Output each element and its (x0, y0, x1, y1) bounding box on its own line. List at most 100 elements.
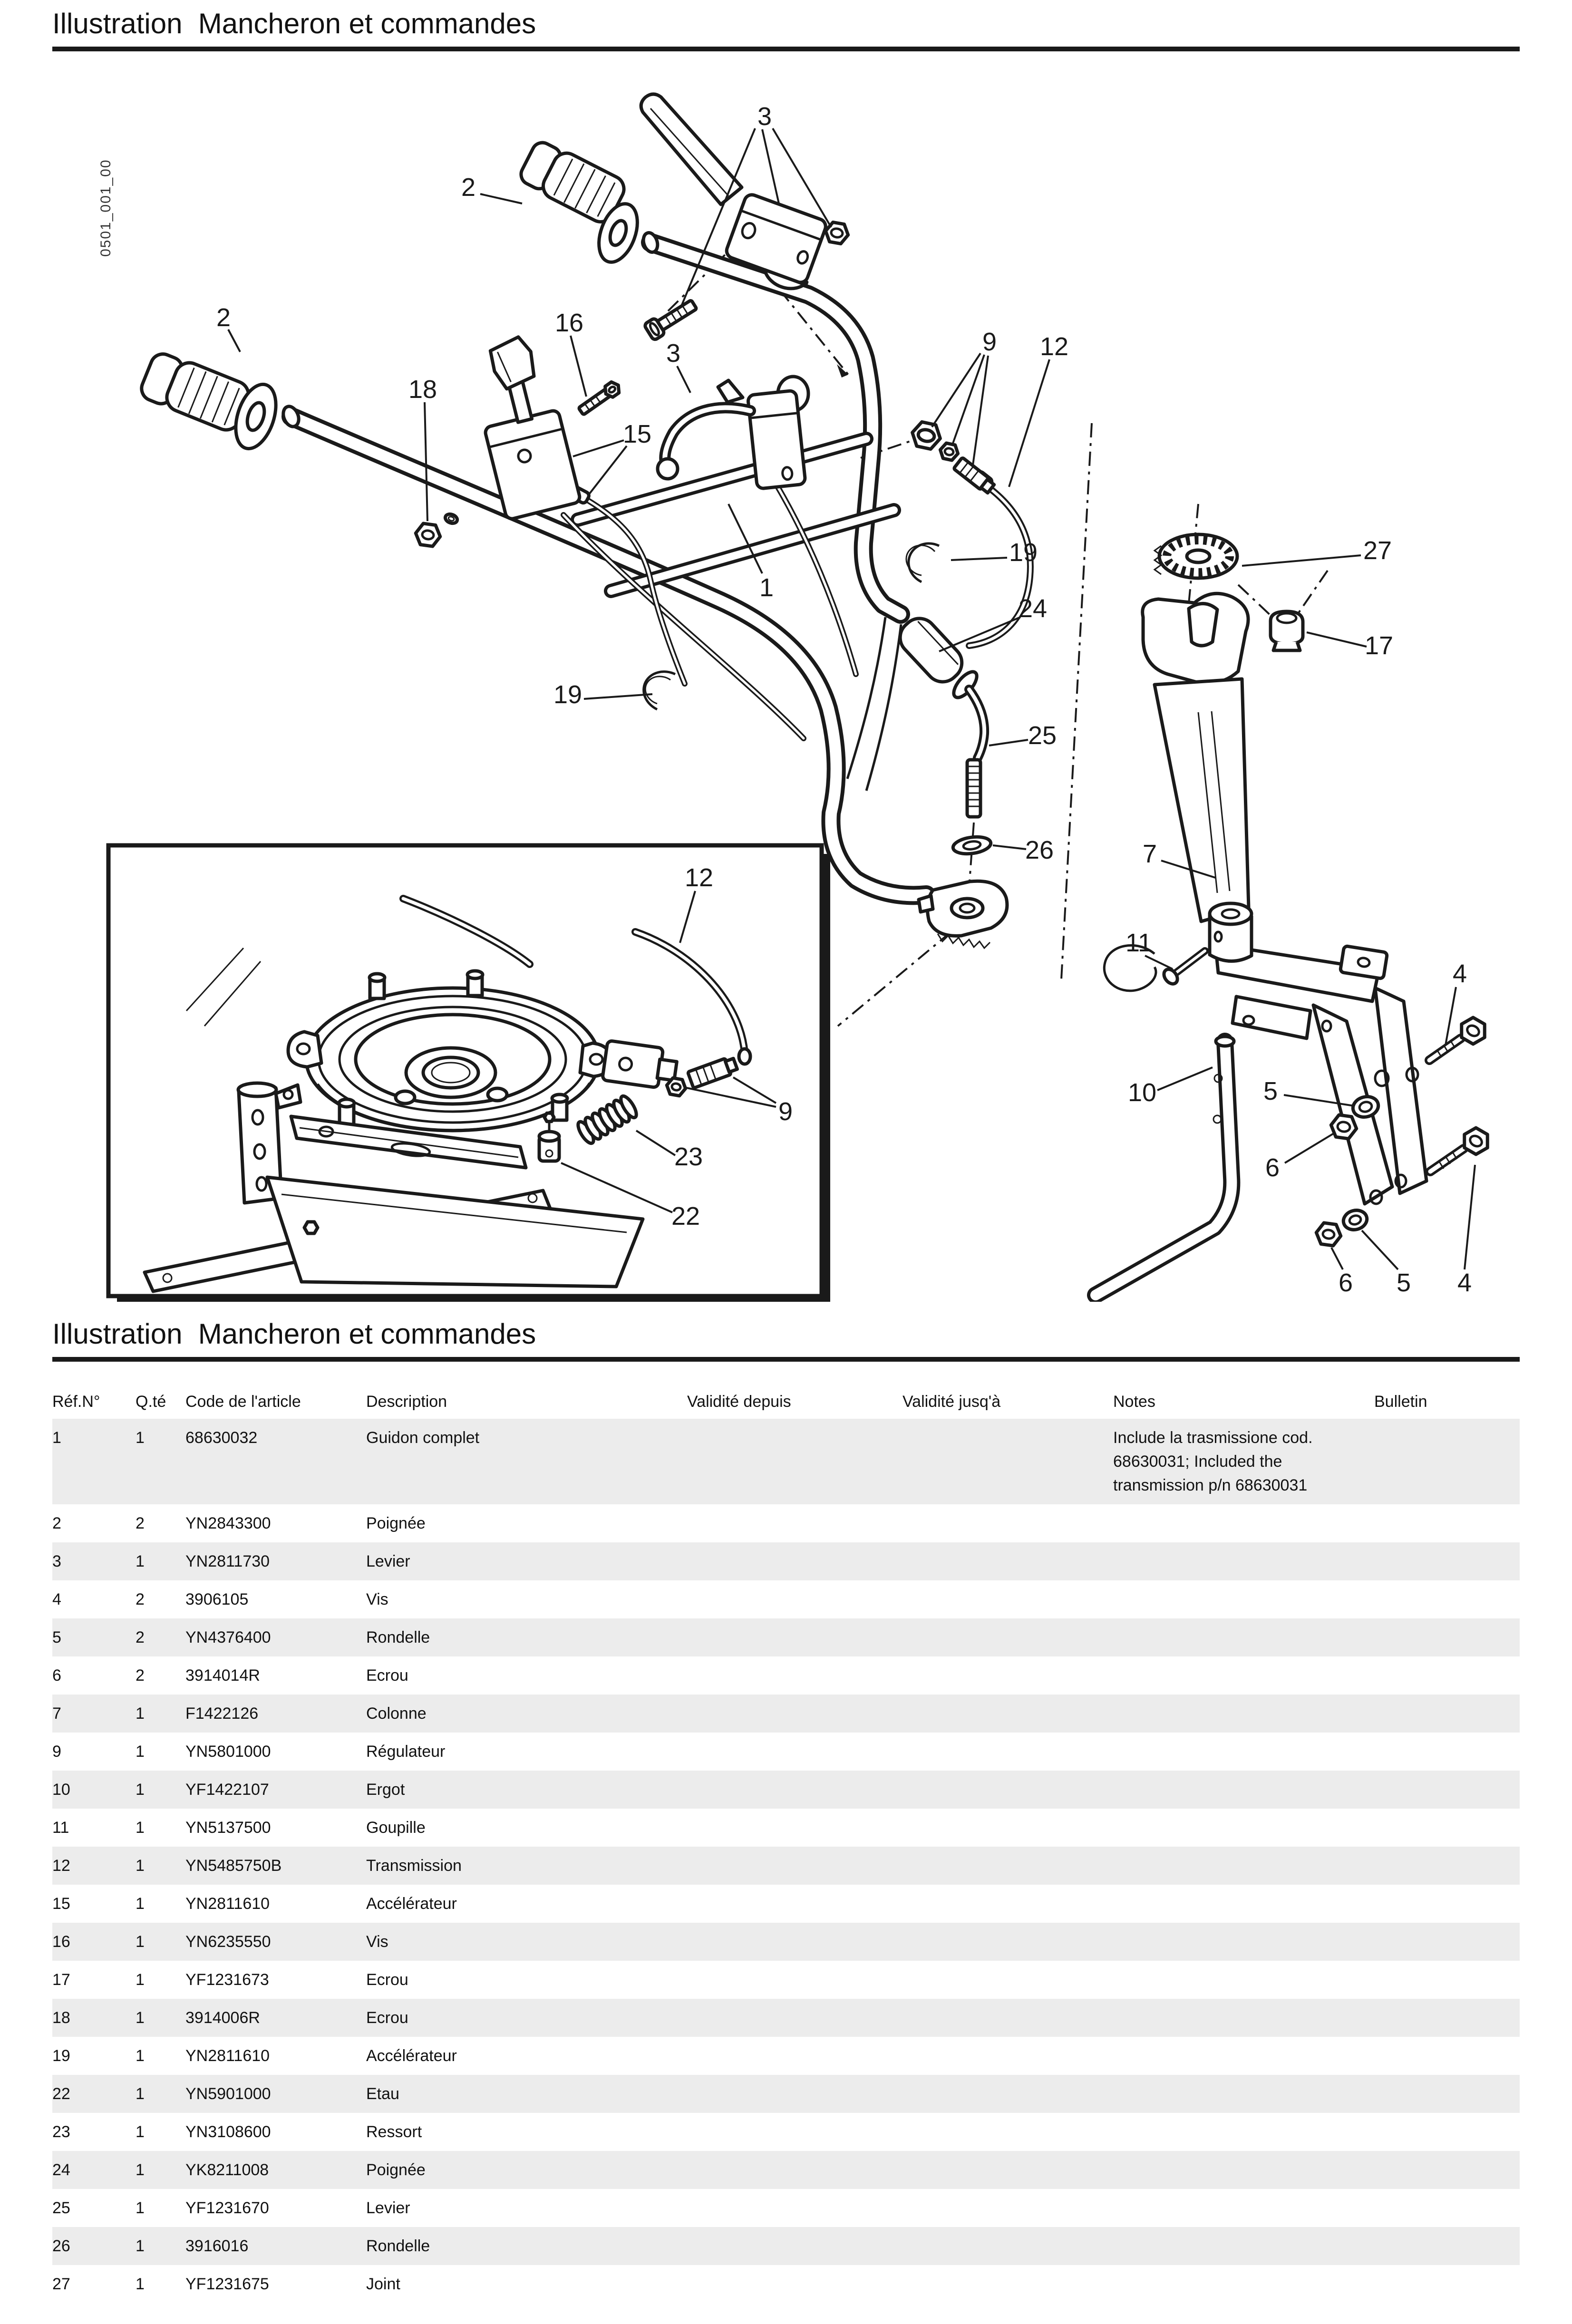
cell-bulletin (1374, 2113, 1520, 2151)
cell-notes (1113, 1809, 1374, 1847)
inset-fitting-9 (665, 1056, 739, 1098)
cell-qty: 1 (136, 2047, 145, 2065)
ergot-10 (1087, 1033, 1241, 1302)
cell-bulletin (1374, 1809, 1520, 1847)
cell-code: YN2811610 (185, 1895, 270, 1913)
cell-qty: 1 (136, 1552, 145, 1570)
part-label-4: 4 (1453, 959, 1467, 988)
cell-ref: 12 (52, 1857, 70, 1875)
leader-line-17 (1306, 631, 1367, 648)
leader-line-12 (679, 891, 696, 943)
cell-bulletin (1374, 2189, 1520, 2227)
cable-clamp-right (905, 542, 940, 583)
cell-valid_to (902, 1885, 1113, 1923)
cables (561, 470, 1034, 791)
cell-code: 68630032 (185, 1429, 258, 1447)
part-label-10: 10 (1128, 1078, 1156, 1107)
cell-valid_from (687, 1733, 902, 1771)
part-label-22: 22 (671, 1202, 700, 1230)
inset-box (106, 843, 830, 1302)
cell-code: YN2811610 (185, 2047, 270, 2065)
cell-code: YN5801000 (185, 1743, 271, 1761)
cell-code: YF1422107 (185, 1781, 269, 1799)
cell-description: Poignée (366, 2161, 426, 2179)
leader-line-24 (939, 616, 1021, 652)
cell-valid_to (902, 2227, 1113, 2265)
leader-line-5 (1283, 1094, 1355, 1107)
cell-bulletin (1374, 1771, 1520, 1809)
exploded-diagram: 0501_001_00 (0, 51, 1572, 1310)
cell-notes (1113, 1771, 1374, 1809)
cell-notes (1113, 1847, 1374, 1885)
leader-line-2 (227, 329, 241, 352)
cell-code: YN2843300 (185, 1514, 271, 1532)
leader-line-9 (951, 354, 985, 446)
cell-bulletin (1374, 1504, 1520, 1542)
cell-valid_from (687, 2227, 902, 2265)
cell-valid_to (902, 1656, 1113, 1695)
leader-line-4 (1464, 1164, 1476, 1270)
cell-valid_from (687, 1923, 902, 1961)
section-title: Illustration Mancheron et commandes (52, 1318, 536, 1350)
cell-bulletin (1374, 2265, 1520, 2303)
part-label-9: 9 (778, 1097, 793, 1126)
cell-description: Ecrou (366, 1971, 408, 1989)
cell-valid_from (687, 1419, 902, 1504)
cell-code: YF1231673 (185, 1971, 269, 1989)
leader-line-26 (992, 844, 1027, 850)
part-label-15: 15 (623, 420, 651, 448)
bolt-4b (1426, 1126, 1489, 1176)
cell-ref: 10 (52, 1781, 70, 1799)
cell-notes (1113, 1999, 1374, 2037)
cell-valid_from (687, 1809, 902, 1847)
cell-qty: 2 (136, 1628, 145, 1646)
cell-qty: 2 (136, 1590, 145, 1608)
cell-valid_to (902, 2075, 1113, 2113)
leader-line-3 (676, 366, 691, 393)
part-label-5: 5 (1397, 1269, 1411, 1297)
leader-line-15 (589, 445, 628, 494)
cell-code: YF1231670 (185, 2199, 269, 2217)
cell-bulletin (1374, 2151, 1520, 2189)
part-label-23: 23 (674, 1143, 703, 1171)
cell-valid_to (902, 1923, 1113, 1961)
cross-braces (571, 432, 901, 598)
cell-qty: 1 (136, 2161, 145, 2179)
leader-line-4 (1445, 987, 1457, 1046)
cell-code: YN5137500 (185, 1819, 271, 1837)
cell-code: 3906105 (185, 1590, 249, 1608)
cell-bulletin (1374, 2227, 1520, 2265)
cell-code: 3914014R (185, 1666, 260, 1685)
hook-clip (1103, 944, 1157, 992)
washer-5b (1341, 1209, 1369, 1231)
cell-ref: 5 (52, 1628, 61, 1646)
cell-bulletin (1374, 2037, 1520, 2075)
cell-description: Joint (366, 2275, 400, 2293)
leader-line-1 (728, 504, 763, 574)
cell-notes (1113, 2037, 1374, 2075)
leader-line-16 (570, 335, 587, 397)
throttle-switch (484, 335, 621, 521)
cell-valid_to (902, 1419, 1113, 1504)
cell-description: Vis (366, 1933, 388, 1951)
part-label-26: 26 (1025, 836, 1054, 864)
cell-notes (1113, 1733, 1374, 1771)
cell-valid_to (902, 1847, 1113, 1885)
leader-line-9 (732, 1076, 777, 1104)
cell-description: Accélérateur (366, 1895, 457, 1913)
cell-ref: 27 (52, 2275, 70, 2293)
cell-code: 3916016 (185, 2237, 249, 2255)
cell-valid_to (902, 2265, 1113, 2303)
cable-fittings-9 (911, 420, 996, 495)
cell-description: Rondelle (366, 2237, 430, 2255)
cell-description: Ecrou (366, 1666, 408, 1685)
washer-5a (1351, 1095, 1380, 1119)
cell-valid_to (902, 1695, 1113, 1733)
